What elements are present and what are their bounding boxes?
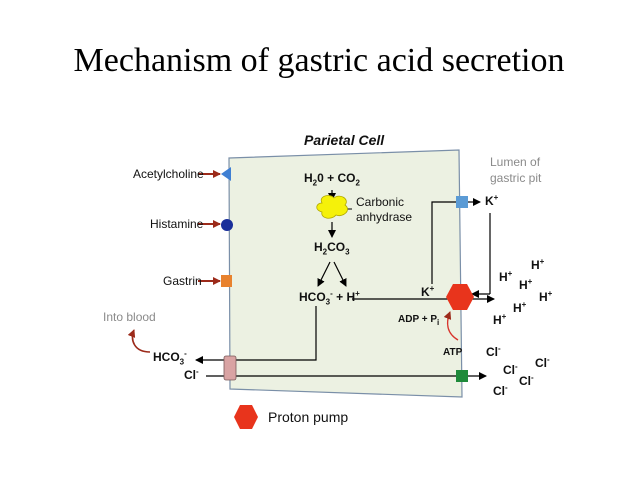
hco3-h-label: HCO3- + H+ (299, 289, 360, 307)
lumen-label: Lumen of gastric pit (490, 154, 541, 186)
carbonic-anhydrase-line-2: anhydrase (356, 210, 413, 224)
carbonic-anhydrase-enzyme (316, 195, 348, 219)
into-blood-label: Into blood (103, 310, 156, 324)
arrow-to-h (333, 261, 347, 287)
hco3-path (230, 306, 317, 361)
lumen-h-ion: H+ (513, 300, 527, 315)
gastrin-receptor (221, 275, 232, 287)
k-channel (456, 196, 468, 208)
lumen-h-ion: H+ (531, 257, 545, 272)
acetylcholine-receptor (221, 167, 231, 181)
adp-label: ADP + Pi (398, 314, 440, 327)
into-blood-arrow (127, 329, 151, 353)
lumen-h-ion: H+ (493, 312, 507, 327)
k-recycle-path (431, 201, 456, 284)
gastrin-label: Gastrin (163, 274, 202, 288)
lumen-h-ion: H+ (499, 269, 513, 284)
atp-label: ATP (443, 347, 463, 358)
h2o-co2-label: H20 + CO2 (304, 171, 360, 188)
acetylcholine-label: Acetylcholine (133, 167, 204, 181)
lumen-h-ion: H+ (519, 277, 533, 292)
lumen-label-line-1: Lumen of (490, 155, 541, 169)
hco3-cl-exchanger (223, 355, 237, 381)
cl-in-label: Cl- (184, 367, 199, 382)
legend-proton-pump-icon (234, 405, 258, 429)
lumen-label-line-2: gastric pit (490, 171, 542, 185)
lumen-cl-ion: Cl- (486, 344, 501, 359)
lumen-cl-ion: Cl- (503, 362, 518, 377)
h2co3-label: H2CO3 (314, 240, 350, 257)
lumen-h-ion: H+ (539, 289, 553, 304)
cell-title: Parietal Cell (304, 132, 385, 148)
slide-title: Mechanism of gastric acid secretion (73, 42, 565, 79)
cl-channel (456, 370, 468, 382)
carbonic-anhydrase-line-1: Carbonic (356, 195, 405, 209)
histamine-receptor (221, 219, 233, 231)
parietal-cell (228, 149, 463, 398)
hco3-out-label: HCO3- (153, 349, 187, 367)
proton-pump (446, 284, 474, 310)
lumen-cl-ion: Cl- (535, 355, 550, 370)
k-out-label: K+ (485, 193, 499, 208)
arrow-to-hco3 (317, 261, 331, 287)
legend-proton-pump-label: Proton pump (268, 409, 349, 425)
k-in-label: K+ (421, 284, 435, 299)
histamine-label: Histamine (150, 217, 204, 231)
lumen-cl-ion: Cl- (493, 383, 508, 398)
carbonic-anhydrase-label: Carbonic anhydrase (356, 195, 412, 225)
lumen-cl-ion: Cl- (519, 373, 534, 388)
atp-arrow (443, 311, 459, 341)
